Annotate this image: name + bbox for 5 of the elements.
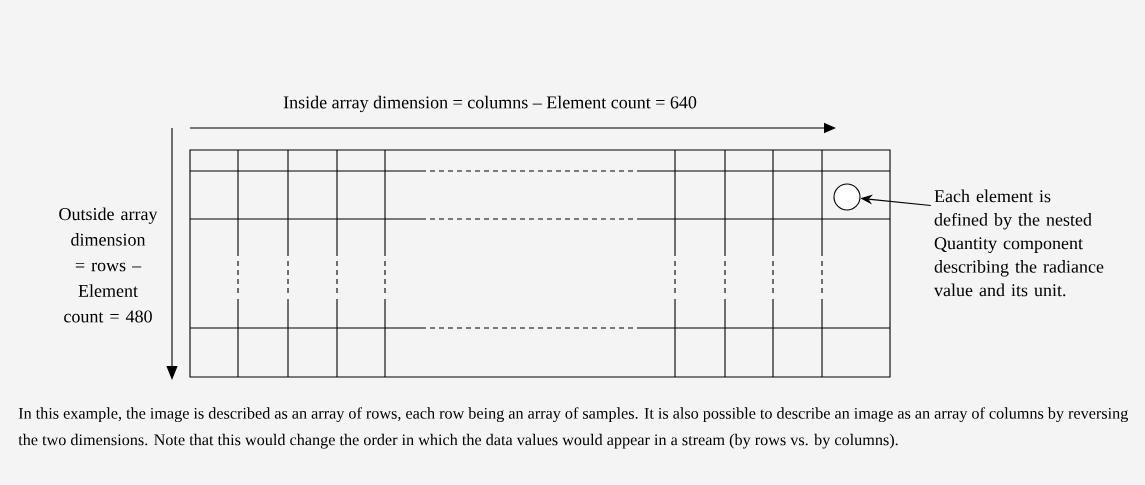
note-text: Each element is defined by the nested Quantity component describing the radiance value and its unit. [934,189,1104,297]
top-label: Inside array dimension = columns – Element count = 640 [283,95,697,113]
side-label: Outside array dimension = rows – Element count = 480 [59,207,158,323]
element-circle [833,183,861,211]
caption: In this example, the image is described as an array of rows, each row being an array of samples. It is also possible to describe an image as an array of columns by reversing the two dimensions. Note that this would change the order in which the data values would appear in a stream (by rows vs. by columns). [18,407,1128,449]
